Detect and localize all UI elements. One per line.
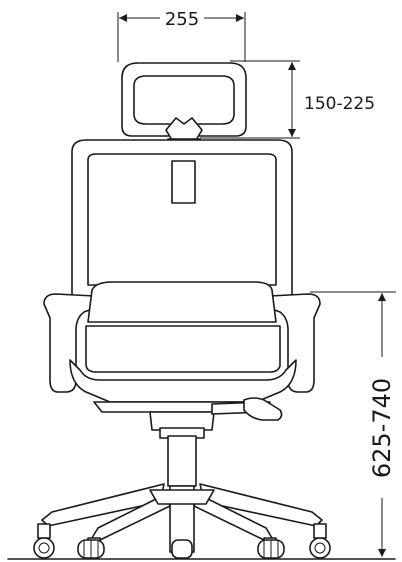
left-armrest — [43, 293, 102, 393]
width-label: 255 — [165, 9, 199, 30]
headrest-adjust-label: 150-225 — [304, 94, 375, 114]
caster-far-left — [33, 523, 55, 559]
caster-center — [171, 539, 193, 559]
caster-right — [257, 537, 285, 559]
seat — [69, 281, 297, 413]
caster-left — [77, 537, 105, 559]
backrest — [71, 139, 293, 301]
right-armrest — [262, 293, 321, 393]
width-dimension: 255 — [117, 9, 246, 62]
seat-height-dimension: 625-740 — [310, 291, 396, 557]
caster-far-right — [309, 523, 331, 559]
headrest-dimension: 150-225 — [200, 60, 375, 139]
seat-mechanism — [149, 397, 283, 439]
star-base — [41, 483, 323, 541]
height-range-label: 625-740 — [368, 378, 396, 478]
